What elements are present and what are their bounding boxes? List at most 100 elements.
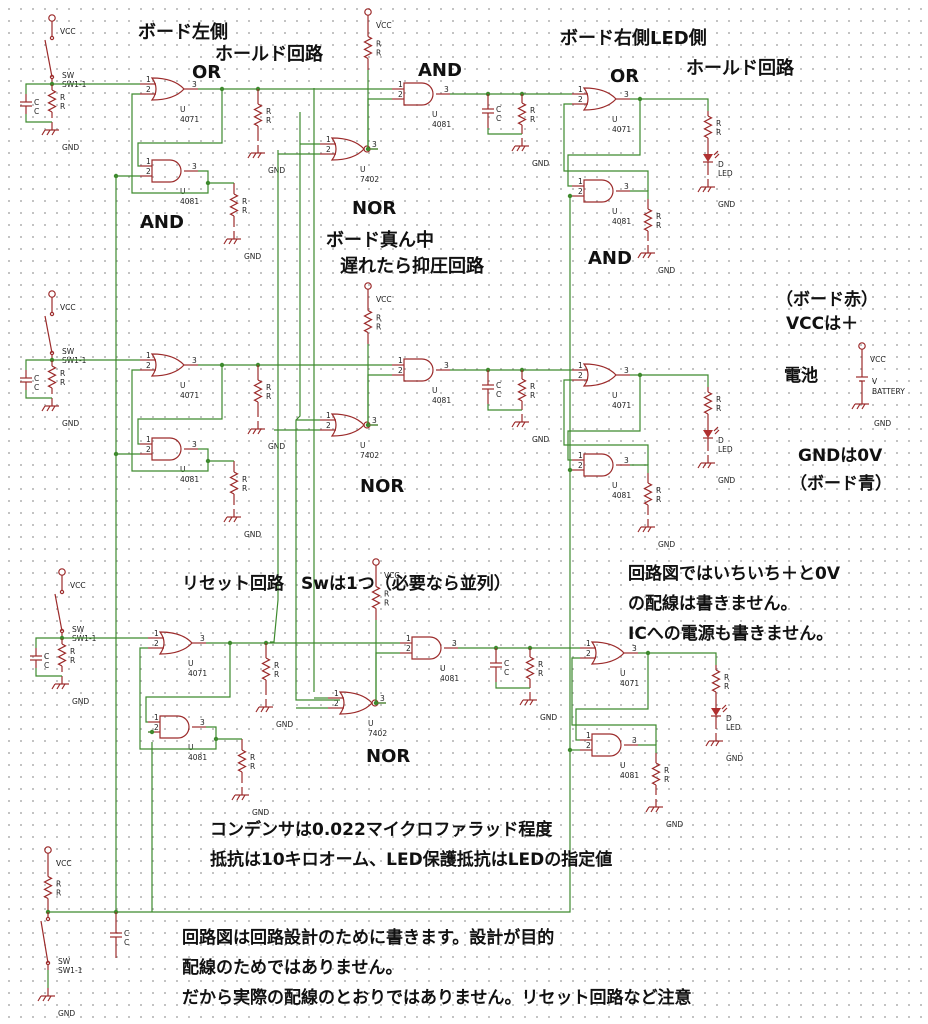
ground-symbol: GND: [41, 398, 79, 428]
note-cap-value: コンデンサは0.022マイクロファラッド程度: [210, 820, 553, 840]
ground-hatch: [637, 526, 642, 533]
note-no-supply-2: の配線は書きません。: [628, 594, 798, 614]
ground-symbol: GND: [223, 231, 261, 261]
ground-label: GND: [62, 419, 79, 428]
ground-hatch: [705, 740, 710, 747]
note-gnd-zero: GNDは0V: [798, 446, 883, 466]
gate-ic: 4071: [620, 679, 639, 688]
gate-body: [590, 641, 625, 665]
ch3-center-resistor: RR: [525, 648, 543, 688]
gate-pin-3: 3: [452, 639, 457, 648]
resistor-body: [229, 193, 239, 217]
wire: [487, 128, 522, 135]
resistor-ref: R: [538, 660, 543, 669]
ch2-and-resistor-right: RR: [643, 473, 661, 515]
capacitor-ref: C: [496, 381, 501, 390]
ch3-pulldown-resistor: RR: [57, 638, 75, 672]
gate-body: [330, 137, 365, 161]
resistor-value: R: [266, 116, 271, 125]
ground-hatch: [56, 683, 61, 690]
capacitor-value: C: [496, 390, 501, 399]
resistor-body: [237, 749, 247, 773]
ground-hatch: [252, 152, 257, 159]
title-and-row1-left: AND: [140, 212, 184, 233]
ch1-center-capacitor: CC: [482, 94, 501, 128]
gate-ref: U: [612, 391, 618, 400]
ground-hatch: [46, 405, 51, 412]
ground-symbol: GND: [41, 122, 79, 152]
ch1-led-resistor: RR: [703, 111, 721, 143]
gate-pin-1: 1: [146, 435, 151, 444]
wire: [630, 190, 649, 199]
resistor-value: R: [656, 221, 661, 230]
resistor-body: [711, 669, 721, 693]
gate-pin-2: 2: [578, 95, 583, 104]
ground-hatch: [228, 516, 233, 523]
ground-hatch: [51, 683, 56, 690]
ground-label: GND: [658, 540, 675, 549]
wire: [375, 620, 386, 704]
ground-hatch: [697, 186, 702, 193]
vcc-label: VCC: [70, 581, 86, 590]
ground-symbol: GND: [519, 692, 557, 722]
note-battery: 電池: [784, 366, 818, 386]
note-hold-circuit-left: ホールド回路: [215, 44, 323, 65]
resistor-body: [703, 115, 713, 139]
ground-hatch: [511, 145, 516, 152]
gate-pin-2: 2: [146, 361, 151, 370]
ground-hatch: [697, 462, 702, 469]
led-body: [711, 708, 721, 716]
led-ref: D: [718, 160, 724, 169]
ground-label: GND: [62, 143, 79, 152]
ground-hatch: [637, 252, 642, 259]
capacitor-value: C: [504, 668, 509, 677]
gate-body: [591, 733, 622, 757]
gate-ic: 4081: [612, 217, 631, 226]
ground-label: GND: [58, 1009, 75, 1018]
gate-pin-1: 1: [578, 177, 583, 186]
resistor-value: R: [376, 323, 381, 332]
ground-hatch: [46, 129, 51, 136]
ground-hatch: [519, 699, 524, 706]
gate-pin-1: 1: [586, 639, 591, 648]
wire: [137, 89, 223, 167]
wire: [487, 404, 522, 411]
ground-hatch: [228, 238, 233, 245]
resistor-ref: R: [250, 753, 255, 762]
gate-pin-3: 3: [192, 162, 197, 171]
gate-ref: U: [188, 743, 194, 752]
switch-lever: [40, 920, 49, 964]
gate-body: [159, 715, 190, 739]
wire: [131, 93, 209, 194]
resistor-ref: R: [376, 40, 381, 49]
gate-pin-2: 2: [398, 90, 403, 99]
ch2-pulldown-resistor: RR: [47, 360, 65, 394]
ground-label: GND: [718, 200, 735, 209]
capacitor-value: C: [34, 383, 39, 392]
note-purpose-2: 配線のためではありません。: [182, 958, 403, 978]
ground-label: GND: [874, 419, 891, 428]
note-vcc-plus: VCCは＋: [786, 314, 859, 334]
reset-capacitor: CC: [110, 912, 129, 958]
gate-pin-1: 1: [334, 689, 339, 698]
gate-pin-3: 3: [380, 694, 385, 703]
gate-pin-3: 3: [372, 140, 377, 149]
battery-value: BATTERY: [872, 387, 905, 396]
resistor-value: R: [530, 115, 535, 124]
gate-ref: U: [440, 664, 446, 673]
ground-symbol: GND: [697, 455, 735, 485]
ground-label: GND: [718, 476, 735, 485]
note-no-supply-1: 回路図ではいちいち＋と0V: [628, 564, 840, 584]
gate-pin-1: 1: [154, 713, 159, 722]
ch2-nor-pullup-resistor: RR: [363, 299, 381, 344]
gate-pin-2: 2: [406, 644, 411, 653]
vcc-label: VCC: [384, 571, 400, 580]
gate-body: [582, 363, 617, 387]
gate-body: [150, 77, 185, 101]
ch1-and-resistor-left: RR: [229, 183, 247, 227]
gate-ic: 4081: [432, 120, 451, 129]
